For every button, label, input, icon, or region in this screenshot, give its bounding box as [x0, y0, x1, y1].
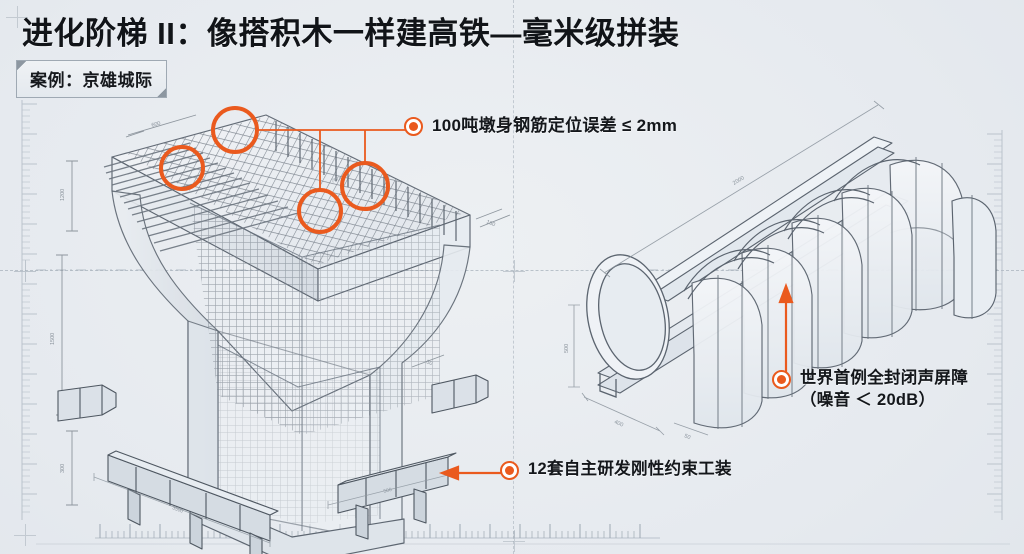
svg-text:3500: 3500 [171, 505, 184, 515]
rebar-highlight-circles [159, 106, 390, 234]
badge-corner-topleft [17, 61, 26, 70]
svg-text:2000: 2000 [732, 175, 746, 186]
annotation-rigid-restraint-tooling-text: 12套自主研发刚性约束工装 [528, 460, 732, 478]
svg-text:50: 50 [425, 359, 433, 367]
svg-text:300: 300 [60, 464, 66, 473]
svg-text:500: 500 [564, 344, 570, 353]
registration-crosshair-bottom [503, 530, 525, 552]
page-title: 进化阶梯 II：像搭积木一样建高铁—毫米级拼装 [22, 16, 680, 51]
svg-text:600: 600 [151, 121, 161, 129]
centerline-horizontal [0, 270, 1024, 271]
dot-marker-icon [500, 461, 519, 480]
annotation-sound-barrier: 世界首例全封闭声屏障 （噪音 ＜ 20dB） [772, 368, 968, 412]
annotation-rebar-accuracy-text: 100吨墩身钢筋定位误差 ≤ 2mm [432, 116, 678, 135]
annotation-rigid-restraint-tooling: 12套自主研发刚性约束工装 [500, 459, 732, 481]
svg-text:7000: 7000 [331, 175, 345, 185]
dot-marker-icon [772, 370, 791, 389]
svg-text:1500: 1500 [50, 333, 56, 345]
svg-text:1200: 1200 [60, 189, 66, 201]
svg-text:50: 50 [683, 433, 691, 441]
svg-text:400: 400 [613, 419, 624, 428]
registration-crosshair-topleft [6, 6, 28, 28]
svg-text:500: 500 [383, 487, 393, 495]
annotation-rebar-accuracy: 100吨墩身钢筋定位误差 ≤ 2mm [404, 115, 677, 137]
svg-text:160: 160 [485, 219, 496, 228]
drawing-sound-barrier: 2000 500 400 50 [564, 100, 997, 441]
centerline-vertical [513, 0, 514, 554]
registration-crosshair-left [14, 260, 36, 282]
highlight-circle [297, 188, 343, 234]
annotation-sound-barrier-text: 世界首例全封闭声屏障 （噪音 ＜ 20dB） [800, 369, 968, 409]
registration-crosshair-center [503, 260, 525, 282]
highlight-circle [211, 106, 259, 154]
highlight-circle [159, 145, 205, 191]
drawing-pier-rebar-cage: 600 1200 1500 300 7000 160 50 [50, 114, 511, 554]
registration-crosshair-bottomleft [14, 524, 36, 546]
badge-corner-bottomright [156, 88, 166, 97]
case-badge: 案例：京雄城际 [16, 60, 167, 98]
case-badge-label: 案例：京雄城际 [30, 71, 153, 90]
dot-marker-icon [404, 117, 423, 136]
highlight-circle [340, 161, 390, 211]
